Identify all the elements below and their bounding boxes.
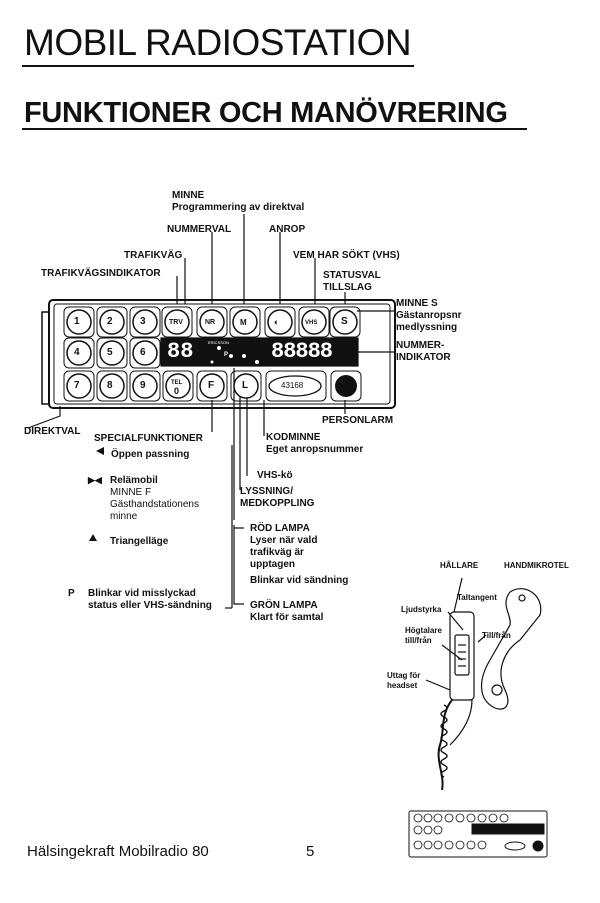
callout-lyssning: LYSSNING/	[240, 486, 293, 497]
subtitle-underline	[22, 128, 527, 130]
callout-trafikvag: TRAFIKVÄG	[124, 250, 183, 261]
callout-vhs-ko: VHS-kö	[257, 470, 293, 481]
key-6: 6	[140, 347, 146, 358]
callout-lyser-3: upptagen	[250, 559, 295, 570]
key-vhs: VHS	[305, 320, 318, 326]
handset-hogtalare-2: till/från	[405, 636, 432, 645]
spec-triangellage: Triangelläge	[110, 536, 169, 547]
handset-hogtalare-1: Högtalare	[405, 626, 442, 635]
callout-tillslag: TILLSLAG	[323, 282, 372, 293]
handset-body	[481, 588, 542, 710]
handset-ljudstyrka: Ljudstyrka	[401, 605, 442, 614]
relamobil-icon: ▶◀	[88, 475, 102, 485]
key-l: L	[242, 380, 249, 391]
callout-kodminne: KODMINNE	[266, 432, 321, 443]
page-subtitle: FUNKTIONER OCH MANÖVRERING	[24, 97, 508, 129]
key-m: M	[240, 318, 247, 327]
callout-nummer: NUMMER-	[396, 340, 445, 351]
key-8: 8	[107, 380, 113, 391]
callout-personlarm: PERSONLARM	[322, 415, 394, 426]
callout-minne-sub: Programmering av direktval	[172, 202, 305, 213]
key-5: 5	[107, 347, 113, 358]
callout-trafikvagsindikator: TRAFIKVÄGSINDIKATOR	[41, 268, 161, 279]
key-9: 9	[140, 380, 146, 391]
thumbnail-keys	[413, 813, 509, 850]
display-brand: ERICSSON	[208, 340, 229, 345]
handset-uttag-2: headset	[387, 681, 418, 690]
holder-body	[449, 611, 475, 701]
callout-lyser-1: Lyser när vald	[250, 535, 318, 546]
display-right: 88888	[271, 339, 333, 364]
key-3: 3	[140, 316, 146, 327]
display-p: P	[224, 352, 229, 358]
spec-blinkar-1: Blinkar vid misslyckad	[88, 588, 196, 599]
callout-nummerval: NUMMERVAL	[167, 224, 232, 235]
key-4: 4	[74, 347, 80, 358]
key-7: 7	[74, 380, 80, 391]
key-0: 0	[174, 386, 180, 396]
spec-blinkar-2: status eller VHS-sändning	[88, 600, 212, 611]
key-s: S	[341, 316, 348, 327]
spec-gasthand-2: minne	[110, 511, 138, 522]
title-underline	[22, 65, 414, 67]
key-nr: NR	[205, 319, 216, 326]
key-1: 1	[74, 316, 80, 327]
callout-direktval: DIREKTVAL	[24, 426, 81, 437]
code-display: 43168	[281, 381, 304, 390]
handset-uttag-1: Uttag för	[387, 671, 421, 680]
callout-anrop: ANROP	[269, 224, 306, 235]
callout-lyser-2: trafikväg är	[250, 547, 304, 558]
key-trv: TRV	[169, 319, 183, 326]
callout-medkoppling: MEDKOPPLING	[240, 498, 315, 509]
panel-body	[48, 299, 396, 409]
key-anrop-icon: ◐	[274, 317, 280, 327]
callout-statusval: STATUSVAL	[323, 270, 381, 281]
page-number: 5	[306, 843, 315, 860]
callout-medlyssning: medlyssning	[396, 322, 458, 333]
callout-minne-s: MINNE S	[396, 298, 438, 309]
callout-gastanropsnr: Gästanropsnr	[396, 310, 462, 321]
thumbnail-panel	[408, 810, 548, 858]
page-title: MOBIL RADIOSTATION	[24, 22, 412, 63]
spec-p-letter: P	[68, 588, 75, 599]
callout-rod-lampa: RÖD LAMPA	[250, 523, 310, 534]
key-2: 2	[107, 316, 113, 327]
callout-specialfunktioner: SPECIALFUNKTIONER	[94, 433, 203, 444]
callout-gron-lampa: GRÖN LAMPA	[250, 600, 318, 611]
handset-handmikrotel: HANDMIKROTEL	[504, 561, 569, 570]
handset-hallare: HÅLLARE	[440, 561, 479, 570]
callout-klart: Klart för samtal	[250, 612, 324, 623]
footer-text: Hälsingekraft Mobilradio 80	[27, 843, 209, 860]
handset-till-fran: Till/från	[482, 631, 511, 640]
spec-minne-f: MINNE F	[110, 487, 152, 498]
handset-taltangent: Taltangent	[457, 593, 497, 602]
callout-indikator: INDIKATOR	[396, 352, 451, 363]
callout-blinkar-sand: Blinkar vid sändning	[250, 575, 349, 586]
spec-oppen-passning: Öppen passning	[111, 449, 190, 460]
callout-eget-anropsnummer: Eget anropsnummer	[266, 444, 364, 455]
key-f: F	[208, 380, 215, 391]
spec-relamobil: Relämobil	[110, 475, 158, 486]
callout-vhs: VEM HAR SÖKT (VHS)	[293, 250, 400, 261]
spec-gasthand-1: Gästhandstationens	[110, 499, 199, 510]
key-tel: TEL	[171, 380, 183, 386]
display-left: 88	[167, 339, 194, 364]
callout-minne: MINNE	[172, 190, 205, 201]
